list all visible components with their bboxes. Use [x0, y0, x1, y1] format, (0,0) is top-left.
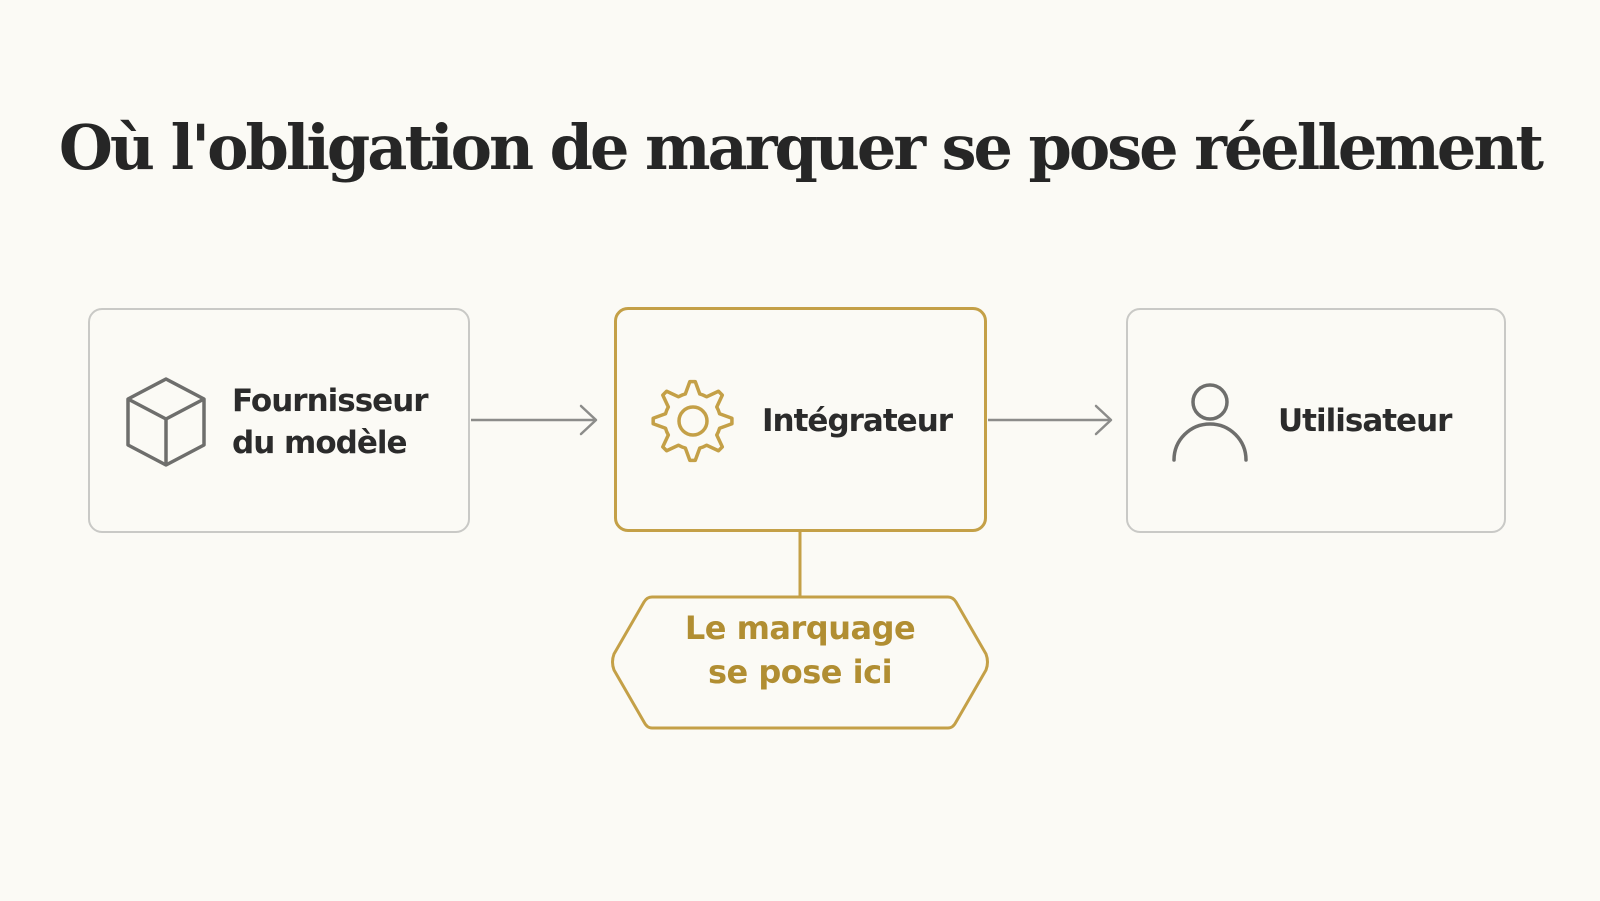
node-integrator: Intégrateur — [614, 307, 987, 532]
gear-icon — [651, 379, 734, 463]
arrow-provider-to-integrator — [471, 404, 598, 436]
callout-label-line1: Le marquage — [684, 609, 916, 647]
callout-label: Le marquage se pose ici — [612, 606, 988, 694]
arrow-integrator-to-user — [988, 404, 1113, 436]
arrow-head — [1094, 404, 1113, 436]
arrow-head — [579, 404, 598, 436]
node-user: Utilisateur — [1126, 308, 1506, 533]
provider-label: Fournisseur du modèle — [232, 380, 429, 464]
callout-hexagon — [611, 595, 989, 730]
user-icon — [1172, 383, 1248, 462]
node-model-provider: Fournisseur du modèle — [88, 308, 470, 533]
integrator-label: Intégrateur — [762, 403, 953, 439]
callout-label-line2: se pose ici — [707, 653, 893, 691]
provider-label-line1: Fournisseur — [232, 383, 429, 419]
user-label: Utilisateur — [1278, 403, 1452, 439]
page-title: Où l'obligation de marquer se pose réell… — [58, 111, 1544, 184]
provider-label-line2: du modèle — [232, 425, 408, 461]
cube-icon — [126, 377, 206, 467]
